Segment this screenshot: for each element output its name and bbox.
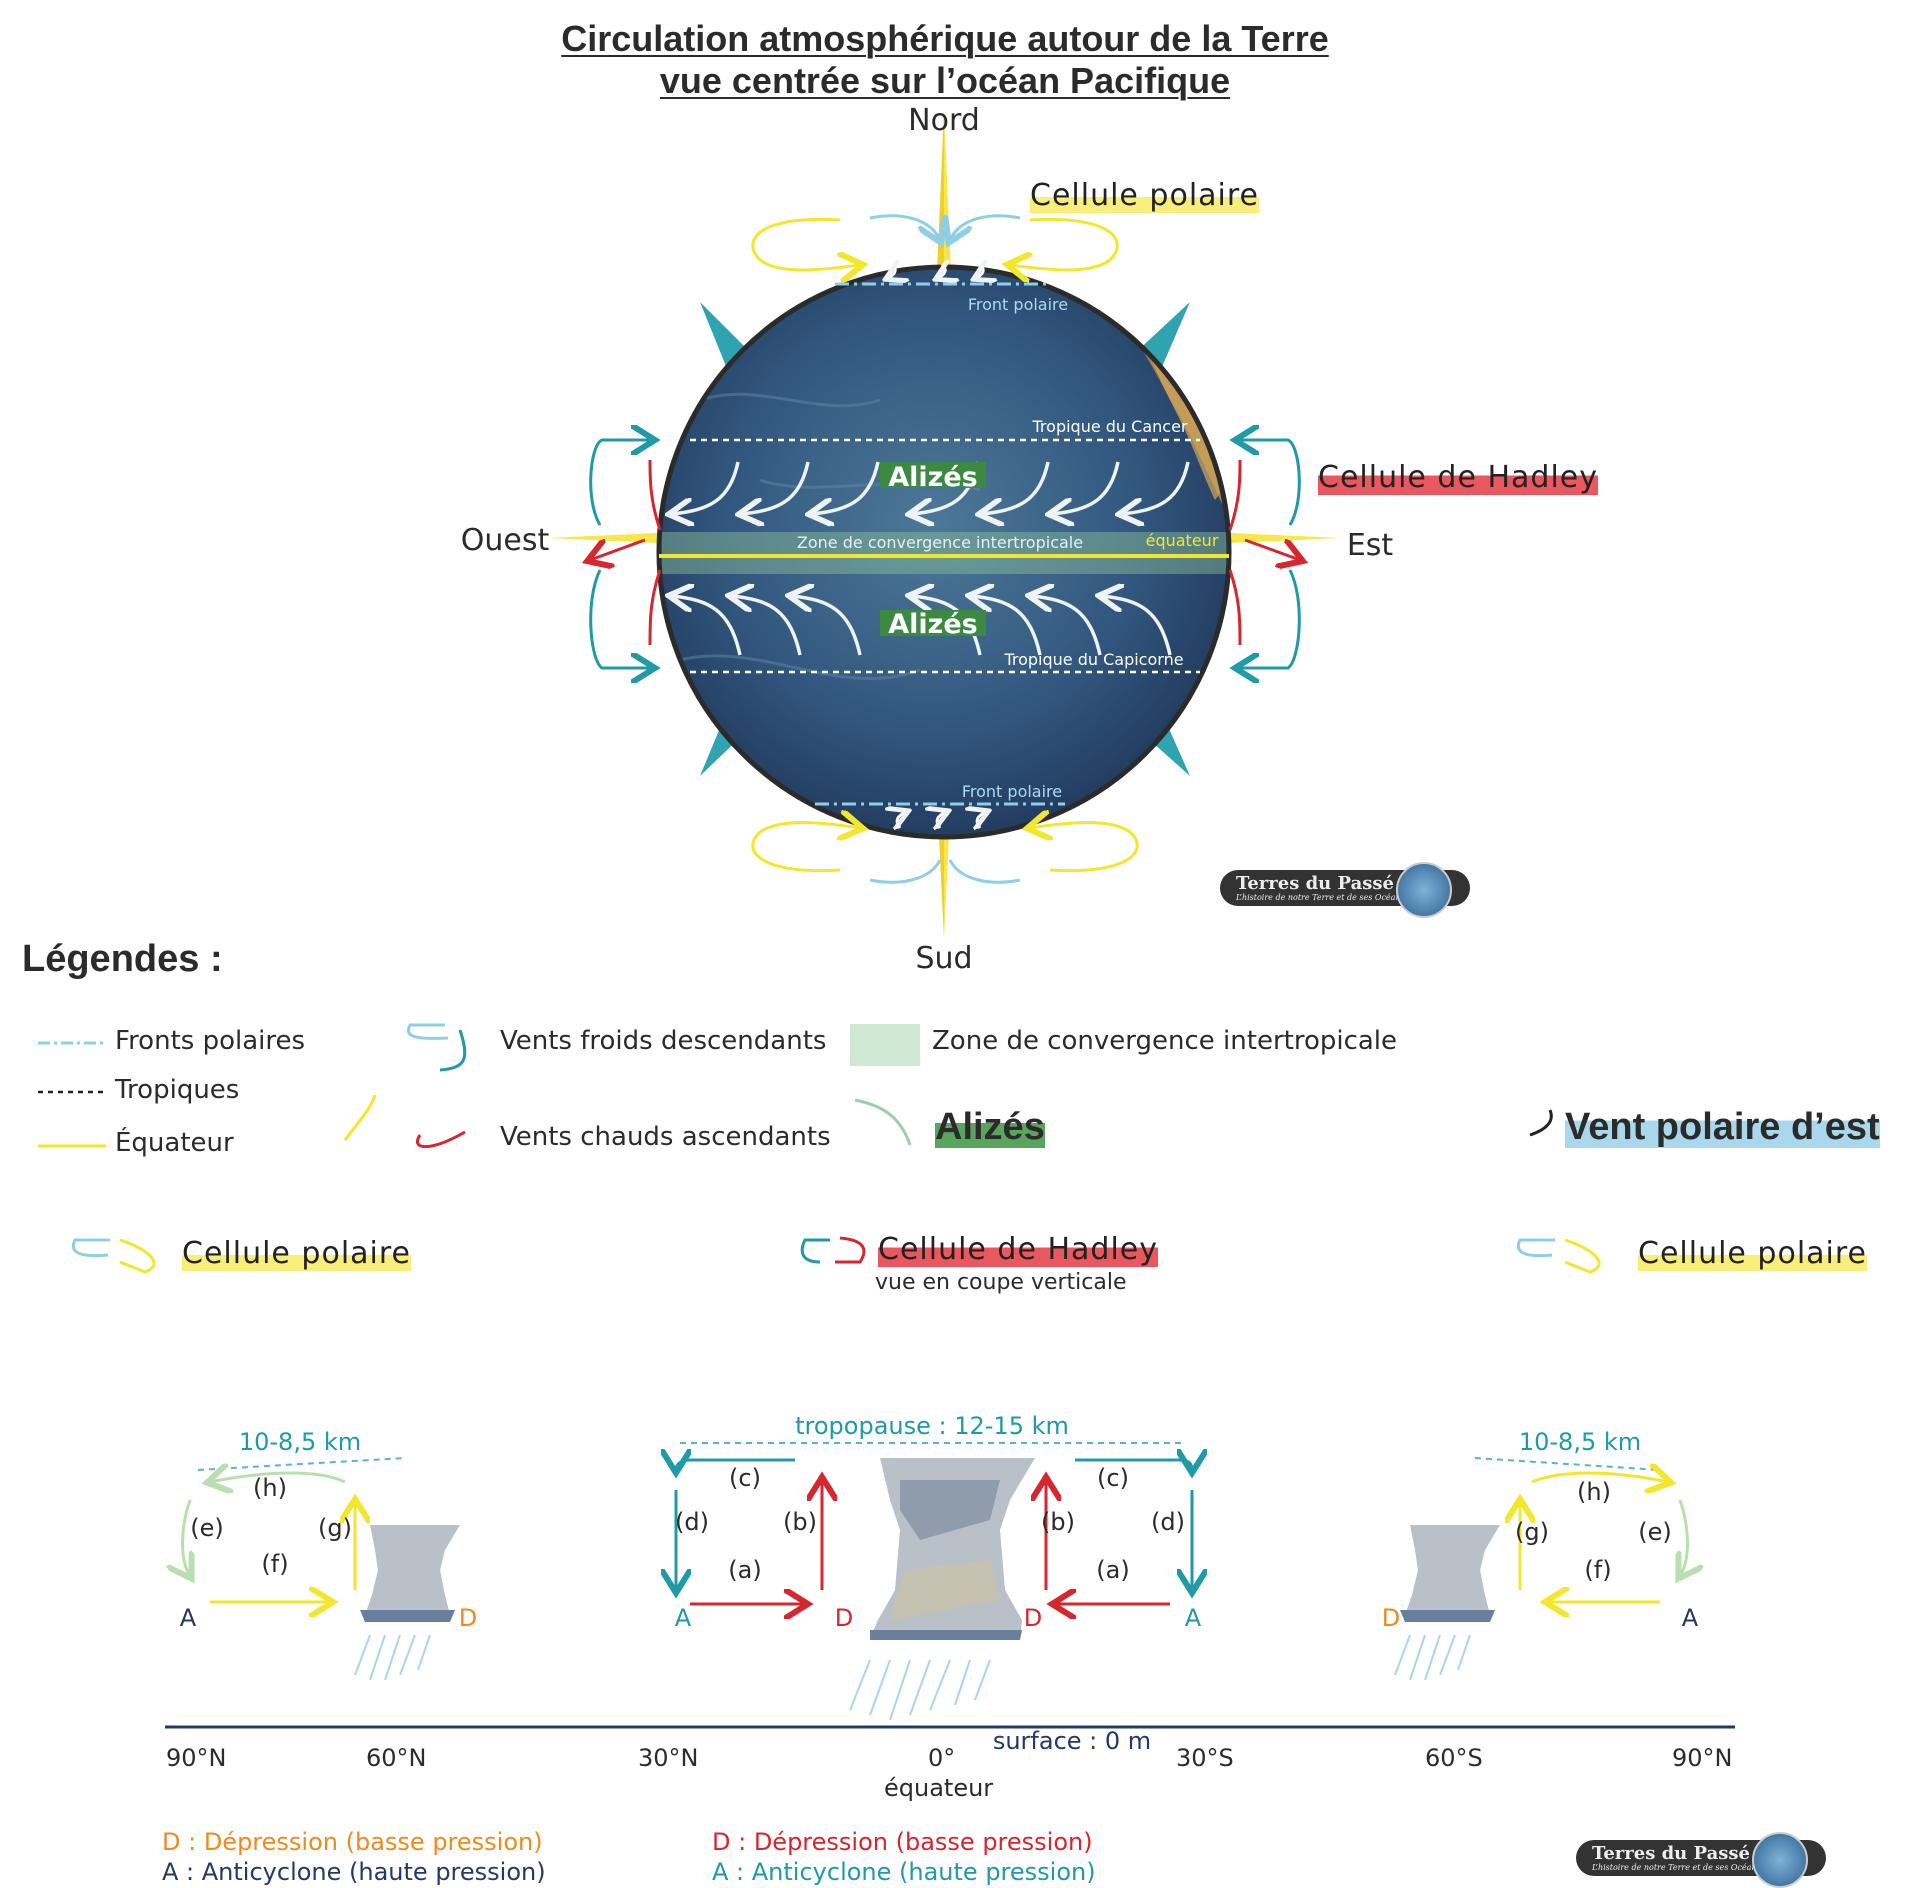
callout-cellule-hadley: Cellule de Hadley [1318, 460, 1598, 495]
legend-vent-polaire-label: Vent polaire d’est [1565, 1106, 1880, 1148]
letter-f-right: (f) [1584, 1556, 1611, 1584]
footer-a-teal: A : Anticyclone (haute pression) [712, 1858, 1096, 1886]
compass-east: Est [1347, 528, 1394, 563]
letter-b-left: (b) [783, 1508, 817, 1536]
lat-60n: 60°N [366, 1744, 427, 1772]
page-title: Circulation atmosphérique autour de la T… [0, 18, 1890, 102]
height-left-label: 10-8,5 km [239, 1428, 361, 1456]
lat-30s: 30°S [1176, 1744, 1234, 1772]
letter-f-left: (f) [261, 1550, 288, 1578]
compass-south: Sud [915, 941, 972, 970]
lat-90n: 90°N [166, 1744, 227, 1772]
front-polaire-north-label: Front polaire [968, 295, 1068, 314]
footer-a-navy: A : Anticyclone (haute pression) [162, 1858, 546, 1886]
legend-cellule-hadley: Cellule de Hadley [878, 1232, 1158, 1267]
lat-0: 0° [928, 1744, 956, 1772]
legend-symbols [38, 1023, 1601, 1274]
alizes-south-label: Alizés [888, 609, 978, 640]
title-line-2: vue centrée sur l’océan Pacifique [659, 60, 1231, 101]
legend-fronts-label: Fronts polaires [115, 1026, 306, 1056]
letter-a-right: (a) [1096, 1556, 1129, 1584]
tropopause-label: tropopause : 12-15 km [795, 1412, 1069, 1440]
low-eq-right: D [1024, 1604, 1042, 1632]
low-60n: D [459, 1604, 477, 1632]
cloud-equator [849, 1458, 1035, 1721]
zci-label: Zone de convergence intertropicale [797, 533, 1083, 552]
cloud-right [1394, 1525, 1500, 1681]
letter-d-left: (d) [675, 1508, 709, 1536]
letter-g-right: (g) [1515, 1518, 1549, 1546]
equateur-label: équateur [1146, 531, 1219, 550]
legend-heading: Légendes : [22, 938, 223, 980]
letter-g-left: (g) [318, 1514, 352, 1542]
high-30n: A [675, 1604, 692, 1632]
legend-zci-label: Zone de convergence intertropicale [932, 1026, 1398, 1056]
legend-vents-chauds-label: Vents chauds ascendants [500, 1122, 831, 1152]
callout-cellule-polaire: Cellule polaire [1030, 178, 1259, 213]
alizes-north-label: Alizés [888, 462, 978, 493]
high-90n: A [180, 1604, 197, 1632]
legend-equateur-label: Équateur [115, 1128, 234, 1158]
legend-cellule-polaire-left: Cellule polaire [182, 1236, 411, 1271]
logo-globe-icon [1396, 862, 1452, 918]
legend-coupe-label: vue en coupe verticale [875, 1270, 1127, 1295]
compass-west: Ouest [461, 523, 550, 558]
lat-30n: 30°N [638, 1744, 699, 1772]
compass-north: Nord [908, 103, 980, 138]
letter-e-left: (e) [190, 1514, 224, 1542]
letter-e-right: (e) [1638, 1518, 1672, 1546]
legend-zci-swatch [850, 1024, 920, 1066]
front-polaire-south-label: Front polaire [962, 782, 1062, 801]
legend-tropiques-label: Tropiques [115, 1075, 240, 1105]
letter-h-left: (h) [253, 1474, 287, 1502]
cross-section: 10-8,5 km 10-8,5 km tropopause : 12-15 k… [165, 1412, 1735, 1750]
zci-band [659, 532, 1229, 574]
high-90s: A [1682, 1604, 1699, 1632]
low-eq-left: D [835, 1604, 853, 1632]
legend-vents-froids-label: Vents froids descendants [500, 1026, 827, 1056]
tropique-cancer-label: Tropique du Cancer [1032, 417, 1188, 436]
legend-alizes-label: Alizés [935, 1106, 1045, 1148]
letter-c-left: (c) [729, 1464, 761, 1492]
title-line-1: Circulation atmosphérique autour de la T… [561, 18, 1329, 59]
low-60s: D [1382, 1604, 1400, 1632]
legend-cellule-polaire-right: Cellule polaire [1638, 1236, 1867, 1271]
letter-h-right: (h) [1577, 1478, 1611, 1506]
surface-label: surface : 0 m [993, 1727, 1151, 1750]
letter-c-right: (c) [1097, 1464, 1129, 1492]
lat-90s: 90°N [1672, 1744, 1733, 1772]
high-30s: A [1185, 1604, 1202, 1632]
cloud-left [354, 1525, 460, 1681]
equateur-section-label: équateur [884, 1774, 994, 1802]
lat-60s: 60°S [1425, 1744, 1483, 1772]
footer-d-red: D : Dépression (basse pression) [712, 1828, 1093, 1856]
letter-d-right: (d) [1151, 1508, 1185, 1536]
tropique-capricorne-label: Tropique du Capicorne [1003, 650, 1183, 669]
logo-top: Terres du Passé L’histoire de notre Terr… [1220, 862, 1470, 918]
polar-cell-loops [751, 214, 1139, 884]
height-right-label: 10-8,5 km [1519, 1428, 1641, 1456]
hadley-side-loops [590, 440, 1300, 668]
globe-diagram: Front polaire Front polaire Tropique du … [461, 103, 1394, 970]
letter-a-left: (a) [728, 1556, 761, 1584]
letter-b-right: (b) [1041, 1508, 1075, 1536]
logo-bottom: Terres du Passé L’histoire de notre Terr… [1576, 1832, 1826, 1888]
footer-d-orange: D : Dépression (basse pression) [162, 1828, 543, 1856]
